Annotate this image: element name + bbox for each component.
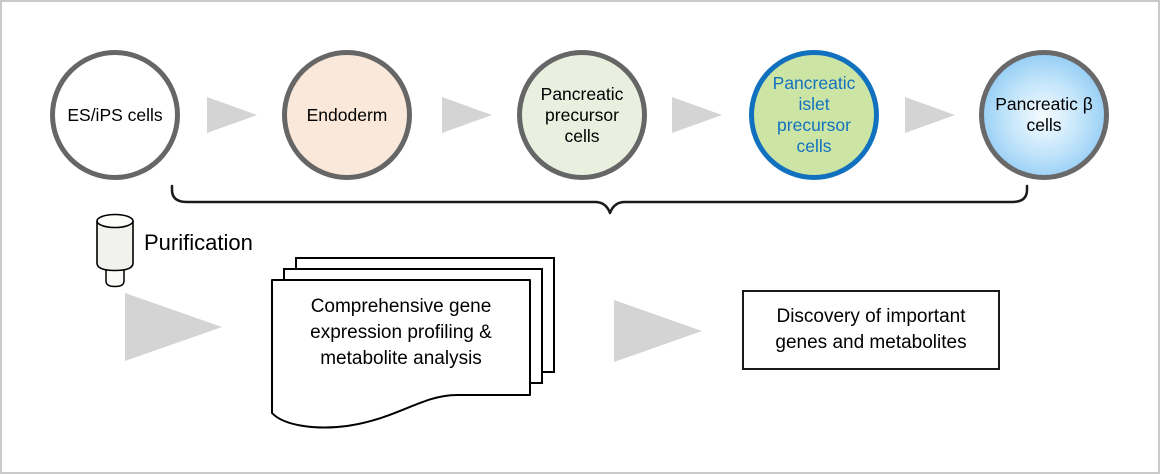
stage-label: Pancreatic β cells: [995, 94, 1093, 135]
stage-circle-pancreatic-islet-precursor: Pancreatic islet precursor cells: [749, 50, 879, 180]
arrow-right-icon: [905, 97, 955, 133]
stage-circle-pancreatic-beta-cells: Pancreatic β cells: [979, 50, 1109, 180]
stage-circle-endoderm: Endoderm: [282, 50, 412, 180]
purification-label: Purification: [144, 230, 253, 255]
arrow-right-icon: [614, 300, 702, 362]
stage-circle-pancreatic-precursor: Pancreatic precursor cells: [517, 50, 647, 180]
stage-label: Endoderm: [306, 104, 388, 125]
stage-label: Pancreatic precursor cells: [540, 83, 624, 146]
analysis-note-line: metabolite analysis: [320, 348, 482, 369]
outcome-box: Discovery of important genes and metabol…: [742, 290, 1000, 370]
arrow-right-icon: [672, 97, 722, 133]
arrow-right-icon: [125, 293, 222, 361]
outcome-line: genes and metabolites: [775, 332, 967, 353]
column-icon: [96, 213, 134, 288]
analysis-note-line: expression profiling &: [310, 322, 492, 343]
stage-label: Pancreatic islet precursor cells: [772, 73, 856, 156]
arrow-right-icon: [442, 97, 492, 133]
analysis-note: Comprehensive gene expression profiling …: [272, 294, 530, 372]
arrow-right-icon: [207, 97, 257, 133]
brace-icon: [170, 184, 1029, 215]
outcome-line: Discovery of important: [776, 306, 966, 327]
stage-circle-es-ips-cells: ES/iPS cells: [50, 50, 180, 180]
stage-label: ES/iPS cells: [67, 104, 163, 125]
analysis-note-line: Comprehensive gene: [310, 296, 492, 317]
